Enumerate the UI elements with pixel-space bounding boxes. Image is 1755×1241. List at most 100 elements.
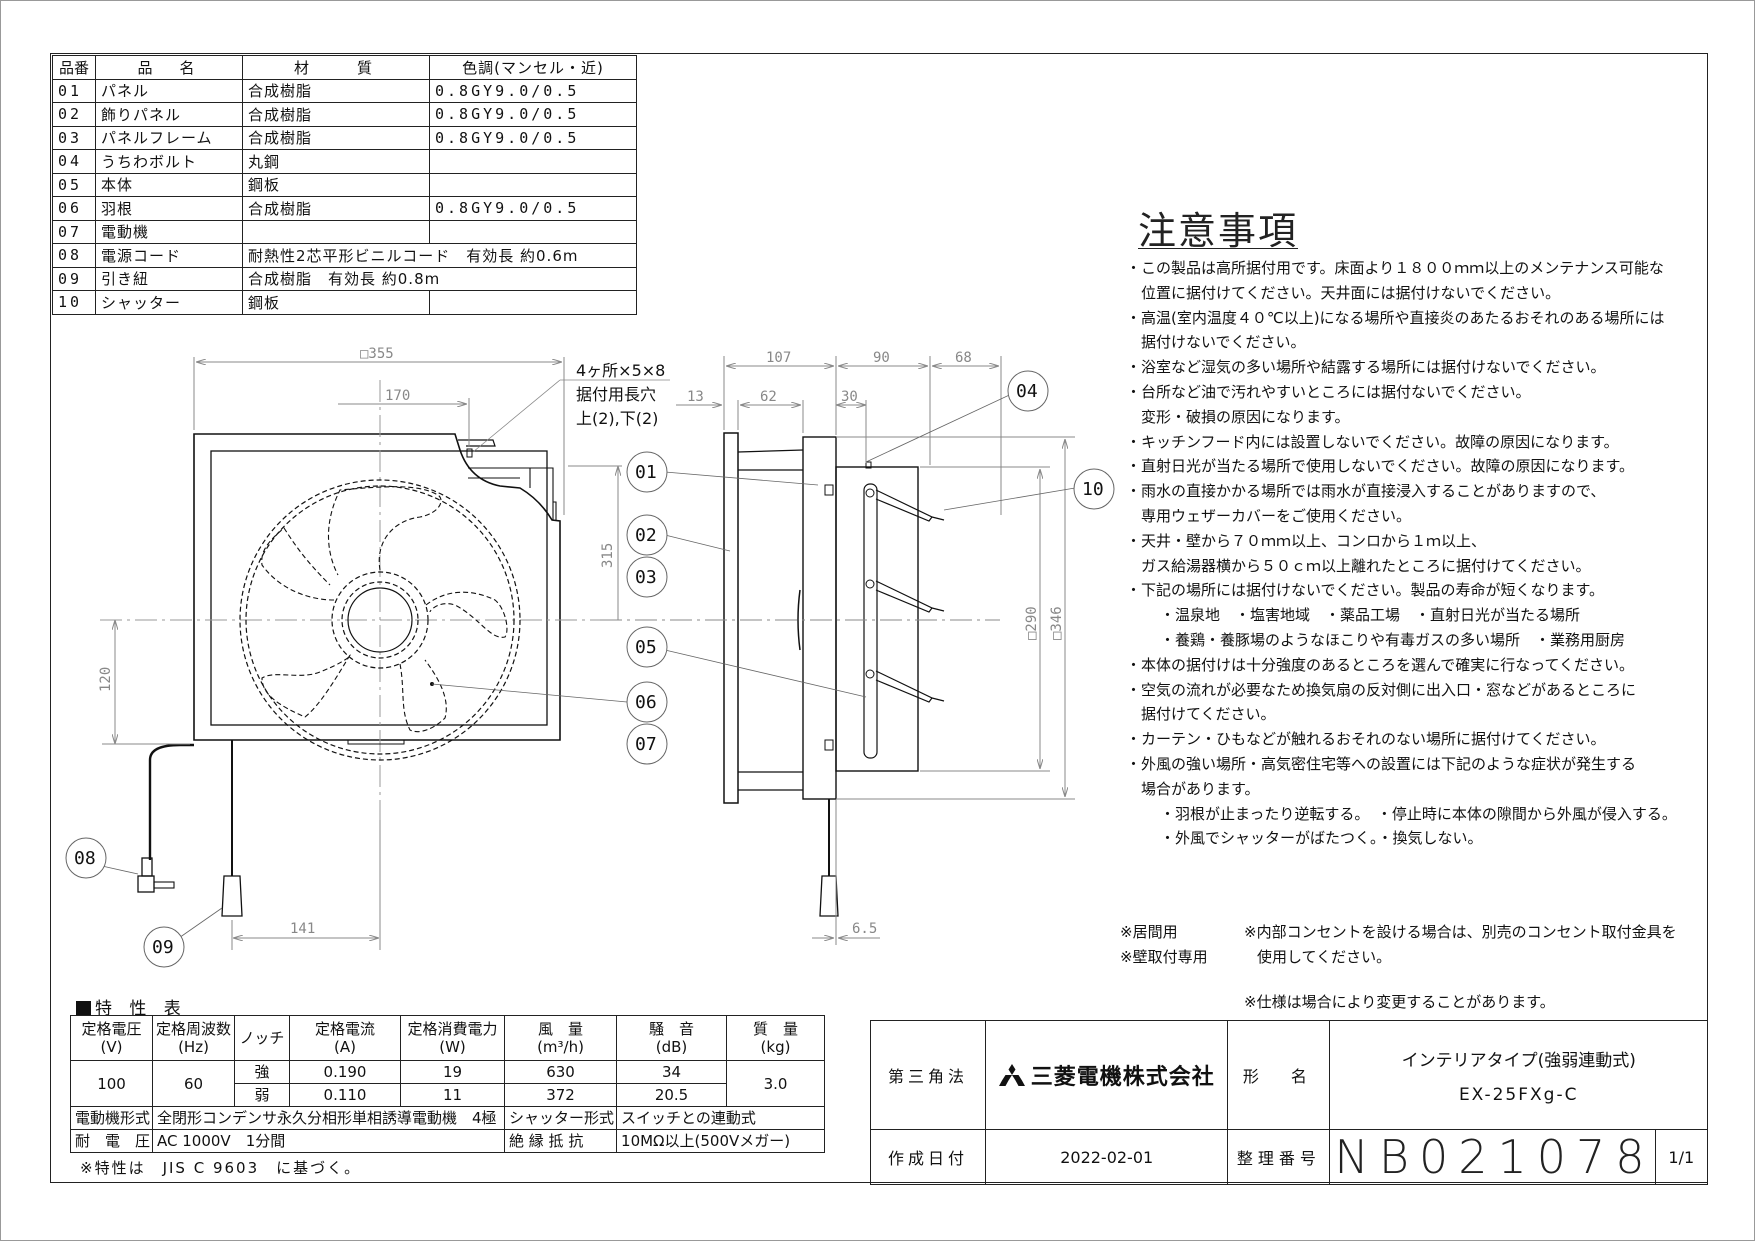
part-material: 合成樹脂 有効長 約0.8m bbox=[242, 266, 637, 291]
dim-13: 13 bbox=[687, 389, 704, 405]
header-material: 材 質 bbox=[242, 55, 430, 80]
part-no: 05 bbox=[52, 172, 96, 197]
withstand-value: AC 1000V 1分間 bbox=[152, 1129, 506, 1153]
note-line: ・本体の据付けは十分強度のあるところを選んで確実に行なってください。 bbox=[1126, 655, 1635, 674]
header-mass: 質 量(kg) bbox=[726, 1015, 825, 1061]
company-logo: 三菱電機株式会社 bbox=[998, 1059, 1215, 1091]
motor-type-label: 電動機形式 bbox=[69, 1106, 154, 1130]
noise-value: 20.5 bbox=[616, 1083, 728, 1107]
sheet-number: 1/1 bbox=[1654, 1129, 1709, 1185]
power-value: 11 bbox=[400, 1083, 506, 1107]
hole-note-line2: 据付用長穴 bbox=[576, 385, 656, 404]
frequency-value: 60 bbox=[152, 1060, 236, 1107]
dim-315: 315 bbox=[600, 543, 616, 568]
remark-spec-change: ※仕様は場合により変更することがあります。 bbox=[1244, 993, 1555, 1011]
callout-05: 05 bbox=[626, 626, 668, 668]
header-current: 定格電流(A) bbox=[289, 1015, 402, 1061]
note-line: ・この製品は高所据付用です。床面より１８００ｍｍ以上のメンテナンス可能な bbox=[1126, 259, 1664, 277]
airflow-value: 630 bbox=[504, 1060, 618, 1084]
note-line: ・養鶏・養豚場のようなほこりや有毒ガスの多い場所 ・業務用厨房 bbox=[1160, 630, 1626, 649]
dim-107: 107 bbox=[766, 350, 791, 366]
projection-method: 第三角法 bbox=[870, 1020, 986, 1130]
note-line: 場合があります。 bbox=[1141, 779, 1260, 798]
spec-note: ※特性は JIS C 9603 に基づく。 bbox=[80, 1159, 362, 1177]
part-material: 合成樹脂 bbox=[242, 102, 430, 127]
note-line: ・温泉地 ・塩害地域 ・薬品工場 ・直射日光が当たる場所 bbox=[1160, 606, 1581, 625]
callout-09: 09 bbox=[143, 926, 185, 968]
part-name: 電源コード bbox=[95, 243, 243, 268]
svg-text:10: 10 bbox=[1082, 479, 1104, 500]
header-part-no: 品番 bbox=[52, 55, 96, 80]
note-line: 据付けないでください。 bbox=[1141, 333, 1306, 352]
svg-text:04: 04 bbox=[1016, 381, 1038, 402]
title-block: 第三角法 三菱電機株式会社 形 名 インテリアタイプ(強弱連動式) EX-25F… bbox=[870, 1020, 1709, 1185]
dim-355: □355 bbox=[360, 346, 394, 362]
current-value: 0.110 bbox=[289, 1083, 402, 1107]
title-block-row-1: 第三角法 三菱電機株式会社 形 名 インテリアタイプ(強弱連動式) EX-25F… bbox=[870, 1020, 1708, 1130]
callout-03: 03 bbox=[626, 556, 668, 598]
withstand-label: 耐 電 圧 bbox=[69, 1129, 154, 1153]
notes-title: 注意事項 bbox=[1138, 209, 1299, 253]
part-no: 09 bbox=[52, 266, 96, 291]
note-line: ・キッチンフード内には設置しないでください。故障の原因になります。 bbox=[1126, 432, 1619, 451]
callout-07: 07 bbox=[626, 723, 668, 765]
part-no: 06 bbox=[52, 196, 96, 221]
svg-text:02: 02 bbox=[635, 525, 657, 546]
spec-row-motor: 電動機形式 全閉形コンデンサ永久分相形単相誘導電動機 4極 シャッター形式 スイ… bbox=[69, 1106, 825, 1130]
callouts bbox=[101, 389, 1076, 941]
notch-value: 強 bbox=[234, 1060, 291, 1084]
dim-68: 68 bbox=[955, 350, 972, 366]
voltage-value: 100 bbox=[69, 1060, 154, 1107]
noise-value: 34 bbox=[616, 1060, 728, 1084]
note-line: 専用ウェザーカバーをご使用ください。 bbox=[1141, 506, 1412, 525]
drawing-number: NB021078 bbox=[1329, 1129, 1656, 1185]
remark-use-1: ※居間用 bbox=[1120, 923, 1178, 941]
part-no: 08 bbox=[52, 243, 96, 268]
header-color: 色調(マンセル・近) bbox=[429, 55, 637, 80]
note-line: ・直射日光が当たる場所で使用しないでください。故障の原因になります。 bbox=[1126, 457, 1635, 476]
model-cell: インテリアタイプ(強弱連動式) EX-25FXg-C bbox=[1329, 1020, 1708, 1130]
svg-text:03: 03 bbox=[635, 567, 657, 588]
note-line: ・天井・壁から７０ｍｍ以上、コンロから１ｍ以上、 bbox=[1126, 531, 1487, 550]
part-name: パネルフレーム bbox=[95, 125, 243, 150]
part-material: 合成樹脂 bbox=[242, 78, 430, 103]
part-name: シャッター bbox=[95, 290, 243, 315]
header-voltage: 定格電圧(V) bbox=[69, 1015, 154, 1061]
spec-row-insulation: 耐 電 圧 AC 1000V 1分間 絶 縁 抵 抗 10MΩ以上(500Vメガ… bbox=[69, 1129, 825, 1153]
note-line: ・カーテン・ひもなどが触れるおそれのない場所に据付けてください。 bbox=[1126, 730, 1606, 749]
part-material: 丸鋼 bbox=[242, 149, 430, 174]
svg-text:05: 05 bbox=[635, 637, 657, 658]
part-no: 01 bbox=[52, 78, 96, 103]
part-no: 04 bbox=[52, 149, 96, 174]
note-line: ・下記の場所には据付けないでください。製品の寿命が短くなります。 bbox=[1126, 581, 1605, 600]
current-value: 0.190 bbox=[289, 1060, 402, 1084]
header-part-name: 品 名 bbox=[95, 55, 243, 80]
svg-text:01: 01 bbox=[635, 462, 657, 483]
note-line: 位置に据付けてください。天井面には据付けないでください。 bbox=[1141, 283, 1561, 302]
motor-type-value: 全閉形コンデンサ永久分相形単相誘導電動機 4極 bbox=[152, 1106, 506, 1130]
part-name: パネル bbox=[95, 78, 243, 103]
dim-90: 90 bbox=[873, 350, 890, 366]
title-block-row-2: 作成日付 2022-02-01 整理番号 NB021078 1/1 bbox=[870, 1129, 1709, 1185]
part-color: 0.8GY9.0/0.5 bbox=[429, 78, 637, 103]
part-material: 耐熱性2芯平形ビニルコード 有効長 約0.6m bbox=[242, 243, 637, 268]
remark-outlet-2: 使用してください。 bbox=[1257, 948, 1392, 966]
header-notch: ノッチ bbox=[234, 1015, 291, 1061]
header-airflow: 風 量(m³/h) bbox=[504, 1015, 618, 1061]
insulation-label: 絶 縁 抵 抗 bbox=[504, 1129, 618, 1153]
shutter-type-label: シャッター形式 bbox=[504, 1106, 618, 1130]
notch-value: 弱 bbox=[234, 1083, 291, 1107]
svg-text:07: 07 bbox=[635, 734, 657, 755]
callout-02: 02 bbox=[626, 514, 668, 556]
header-frequency: 定格周波数(Hz) bbox=[152, 1015, 236, 1061]
dim-6-5: 6.5 bbox=[852, 921, 877, 937]
dim-141: 141 bbox=[290, 921, 315, 937]
callout-bubbles: 01 02 03 04 05 06 07 08 09 10 bbox=[65, 370, 1115, 968]
